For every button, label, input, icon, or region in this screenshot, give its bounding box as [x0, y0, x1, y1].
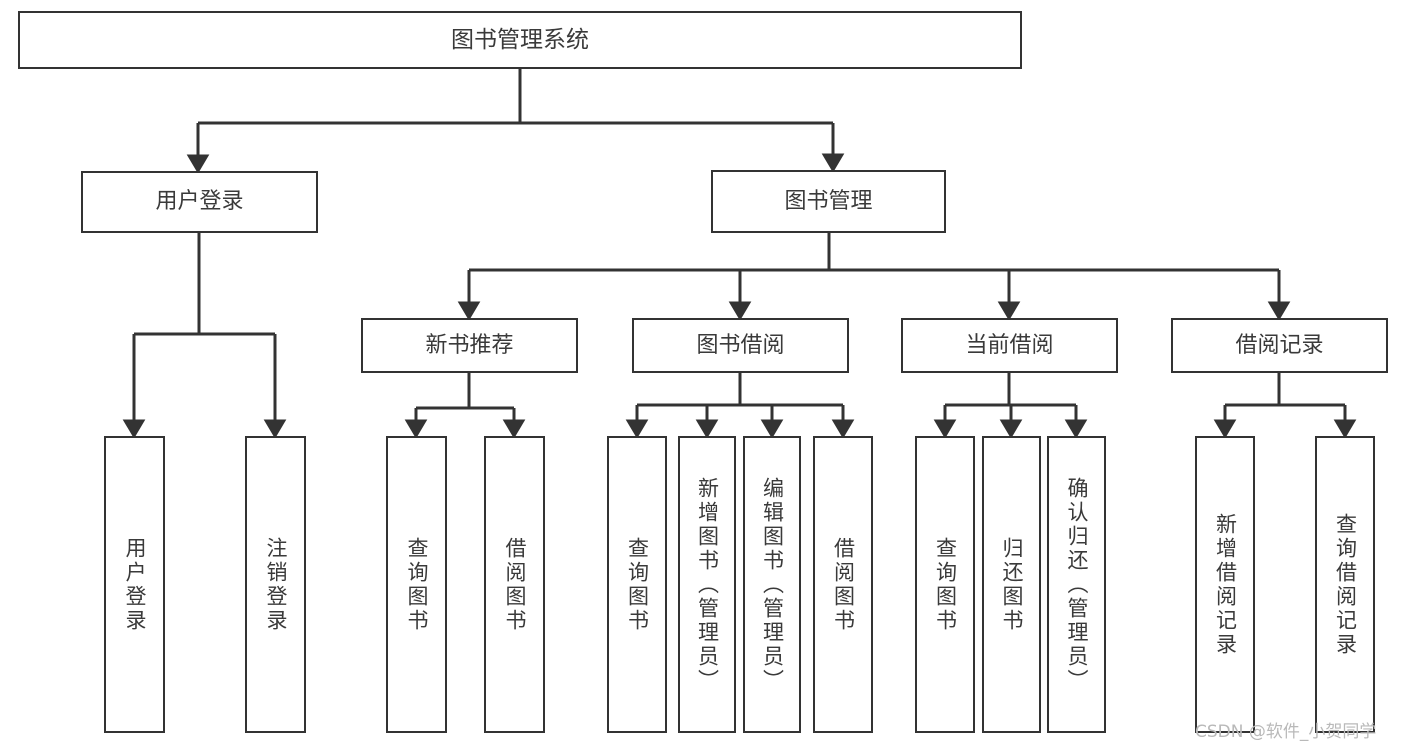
node-borrow-record-label: 借阅记录 [1235, 332, 1324, 358]
node-leaf-query-book-2[interactable]: 查询图书 [607, 436, 667, 733]
node-book-manage[interactable]: 图书管理 [711, 170, 946, 233]
node-leaf-return-book-label: 归还图书 [1000, 536, 1024, 633]
node-leaf-add-book-admin[interactable]: 新增图书（管理员） [678, 436, 736, 733]
node-leaf-return-book[interactable]: 归还图书 [982, 436, 1041, 733]
node-leaf-user-logout-label: 注销登录 [264, 536, 288, 633]
csdn-watermark: CSDN @软件_小贺同学 [1195, 722, 1377, 742]
node-leaf-borrow-book-1[interactable]: 借阅图书 [484, 436, 545, 733]
node-current-borrow[interactable]: 当前借阅 [901, 318, 1118, 373]
node-current-borrow-label: 当前借阅 [965, 332, 1054, 358]
node-leaf-query-book-2-label: 查询图书 [625, 536, 650, 633]
node-leaf-add-book-admin-label: 新增图书（管理员） [695, 476, 720, 693]
node-leaf-add-borrow-record-label: 新增借阅记录 [1213, 512, 1238, 657]
node-user-login[interactable]: 用户登录 [81, 171, 318, 233]
node-borrow-record[interactable]: 借阅记录 [1171, 318, 1388, 373]
node-root-label: 图书管理系统 [451, 26, 589, 53]
node-leaf-user-login-label: 用户登录 [123, 536, 147, 633]
node-leaf-add-borrow-record[interactable]: 新增借阅记录 [1195, 436, 1255, 733]
node-leaf-borrow-book-2[interactable]: 借阅图书 [813, 436, 873, 733]
node-new-book-recommend[interactable]: 新书推荐 [361, 318, 578, 373]
node-leaf-edit-book-admin[interactable]: 编辑图书（管理员） [743, 436, 801, 733]
node-root[interactable]: 图书管理系统 [18, 11, 1022, 69]
node-leaf-borrow-book-2-label: 借阅图书 [831, 536, 856, 633]
node-leaf-query-book-1[interactable]: 查询图书 [386, 436, 447, 733]
node-book-manage-label: 图书管理 [784, 188, 873, 214]
node-leaf-query-borrow-record-label: 查询借阅记录 [1333, 512, 1358, 657]
node-leaf-user-logout[interactable]: 注销登录 [245, 436, 306, 733]
node-user-login-label: 用户登录 [155, 189, 244, 215]
node-leaf-query-book-3[interactable]: 查询图书 [915, 436, 975, 733]
node-leaf-confirm-return-admin[interactable]: 确认归还（管理员） [1047, 436, 1106, 733]
node-book-borrow[interactable]: 图书借阅 [632, 318, 849, 373]
node-leaf-query-book-1-label: 查询图书 [405, 536, 429, 633]
node-leaf-borrow-book-1-label: 借阅图书 [503, 536, 527, 633]
node-book-borrow-label: 图书借阅 [696, 332, 785, 358]
node-leaf-user-login[interactable]: 用户登录 [104, 436, 165, 733]
node-leaf-edit-book-admin-label: 编辑图书（管理员） [760, 476, 785, 693]
node-leaf-query-book-3-label: 查询图书 [933, 536, 958, 633]
node-new-book-recommend-label: 新书推荐 [425, 332, 514, 358]
node-leaf-query-borrow-record[interactable]: 查询借阅记录 [1315, 436, 1375, 733]
node-leaf-confirm-return-admin-label: 确认归还（管理员） [1065, 476, 1089, 693]
